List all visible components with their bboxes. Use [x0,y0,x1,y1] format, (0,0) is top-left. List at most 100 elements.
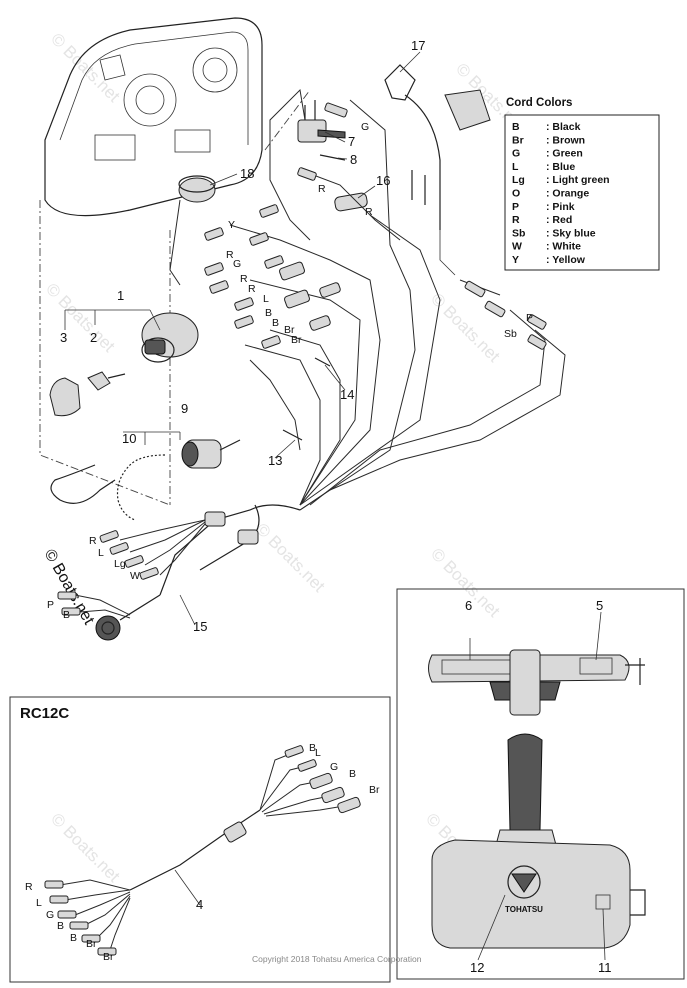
legend-color-name: : Brown [546,134,585,146]
wire-label: G [233,258,241,270]
wire-connectors [204,102,547,350]
callout-11: 11 [598,960,612,975]
wire-label: Br [369,784,380,796]
part-15-harness-plug [57,504,301,641]
legend-code: Lg [512,174,525,186]
rc12c-title: RC12C [20,705,69,722]
watermark-text: © Boats.net [252,519,329,596]
callout-18: 18 [240,166,254,181]
part-6-body-top [428,649,645,716]
wire-label: P [47,599,54,611]
box-frame [396,588,685,980]
wire-label: B [265,307,272,319]
wire-label: R [240,273,248,285]
part-14-connector [314,357,331,367]
leader-1 [64,309,161,331]
legend-code: B [512,121,520,133]
callout-5: 5 [596,598,603,613]
part-8-screw [319,154,346,161]
legend-color-name: : Pink [546,201,575,213]
rc12c-box: RC12C [9,696,391,983]
watermark-text: © Boats.net [42,279,119,356]
legend-color-name: : Light green [546,174,610,186]
wire-label: Br [103,951,114,963]
legend-code: R [512,214,520,226]
callout-10: 10 [122,431,136,446]
legend-color-name: : White [546,241,581,253]
part-17-throttle-lever [384,64,491,276]
callout-4: 4 [196,897,203,912]
callout-17: 17 [411,38,425,53]
wire-label: B [309,742,316,754]
legend-title: Cord Colors [506,97,572,109]
wire-label: B [57,920,64,932]
legend-color-name: : Sky blue [546,227,596,239]
callout-8: 8 [350,152,357,167]
legend-color-name: : Blue [546,161,575,173]
part-16-fuse [334,192,368,212]
legend-code: Br [512,134,524,146]
legend-color-name: : Red [546,214,572,226]
wire-label: R [226,249,234,261]
watermark-text: © Boats.net [427,289,504,366]
wire-label: G [361,121,369,133]
wire-label: L [315,747,321,759]
callout-14: 14 [340,387,354,402]
wire-label: Br [291,334,302,346]
copyright-text: Copyright 2018 Tohatsu America Corporati… [252,954,422,964]
wire-label: L [263,293,269,305]
legend-code: W [512,241,522,253]
main-harness-wires [169,88,566,511]
wire-label: P [526,312,533,324]
remote-housing [44,17,263,217]
legend-color-name: : Orange [546,188,589,200]
watermark-text: © Boats.net [47,29,124,106]
wire-label: B [70,932,77,944]
wire-label: G [46,909,54,921]
side-mount-box: TOHATSU [396,588,685,980]
callout-2: 2 [90,330,97,345]
part-4-harness [44,745,361,956]
part-11-body: TOHATSU [431,839,646,949]
rc12c-frame [9,696,391,983]
legend-code: P [512,201,519,213]
wire-label: Br [284,324,295,336]
legend-color-name: : Green [546,148,583,160]
legend-code: O [512,188,520,200]
legend-color-name: : Black [546,121,581,133]
wire-label: B [272,317,279,329]
legend-color-name: : Yellow [546,254,586,266]
callout-12: 12 [470,960,484,975]
leader-lines [174,51,606,961]
callout-labels: 1 2 3 4 5 6 7 8 9 10 11 12 13 14 15 16 1… [60,38,612,975]
watermark-layer: © Boats.net © Boats.net © Boats.net © Bo… [41,29,529,886]
legend-code: Y [512,254,519,266]
wire-label: W [130,570,140,582]
legend-code: G [512,148,520,160]
legend-code: Sb [512,227,525,239]
part-9-stop-switch [181,439,241,469]
wire-label: R [318,183,326,195]
wire-label: Lg [114,558,126,570]
legend-code: L [512,161,519,173]
callout-9: 9 [181,401,188,416]
wire-label: B [349,768,356,780]
wire-label: R [25,881,33,893]
part-2-key [87,371,126,391]
wire-label: G [330,761,338,773]
callout-13: 13 [268,453,282,468]
wire-label: R [248,283,256,295]
wire-label: B [63,609,70,621]
part-7-switch [297,100,346,143]
part-13-clip [282,429,303,441]
callout-3: 3 [60,330,67,345]
wire-label: L [36,897,42,909]
part-3-switch-cap [49,377,81,417]
legend-box [504,114,660,271]
wire-label: L [98,547,104,559]
callout-7: 7 [348,134,355,149]
wire-label: R [89,535,97,547]
callout-16: 16 [376,173,390,188]
